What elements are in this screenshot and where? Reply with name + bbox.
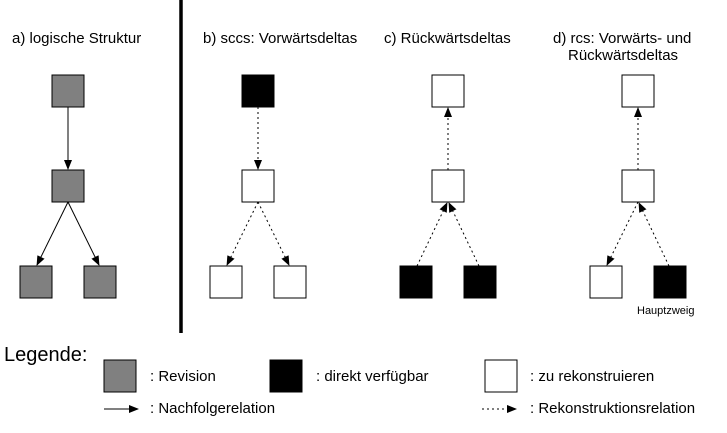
legend-revision-swatch (103, 359, 137, 393)
legend-revision-label: : Revision (150, 368, 216, 385)
legend-direct-label: : direkt verfügbar (316, 368, 429, 385)
panel-d-right-node (653, 265, 687, 299)
panel-d-reconstruction-arrow (638, 202, 670, 267)
panel-a-successor-arrow (36, 201, 69, 266)
legend-direct-swatch (269, 359, 303, 393)
panel-d-reconstruction-arrow (606, 201, 639, 266)
panel-b-reconstruction-arrow (257, 201, 290, 266)
legend-reconstruct-swatch (484, 359, 518, 393)
legend-heading: Legende: (4, 344, 88, 366)
panel-c-graph (399, 74, 497, 299)
panel-d-branch-label: Hauptzweig (637, 305, 695, 317)
panel-b-mid-node (241, 169, 275, 203)
legend-reconstruct-label: : zu rekonstruieren (530, 368, 655, 385)
panel-a-left-node (19, 265, 53, 299)
panel-c-left-node (399, 265, 433, 299)
panel-c-root-node (431, 74, 465, 108)
panel-d-title-line1: d) rcs: Vorwärts- und (553, 30, 692, 47)
panel-b-right-node (273, 265, 307, 299)
panel-c-reconstruction-arrow (448, 202, 480, 267)
panel-a-graph (19, 74, 117, 299)
panel-b-reconstruction-arrow (226, 201, 259, 266)
panel-d-root-node (621, 74, 655, 108)
panel-b-title: b) sccs: Vorwärtsdeltas (203, 30, 358, 47)
panel-b-root-node (241, 74, 275, 108)
panel-c-mid-node (431, 169, 465, 203)
panel-c-right-node (463, 265, 497, 299)
legend-successor-label: : Nachfolgerelation (150, 400, 276, 417)
panel-b-left-node (209, 265, 243, 299)
panel-b-graph (209, 74, 307, 299)
panel-a-mid-node (51, 169, 85, 203)
panel-d-graph (589, 74, 687, 299)
panel-c-title: c) Rückwärtsdeltas (384, 30, 511, 47)
panel-a-successor-arrow (67, 201, 100, 266)
panel-d-left-node (589, 265, 623, 299)
panel-c-reconstruction-arrow (416, 202, 448, 267)
panel-a-root-node (51, 74, 85, 108)
panel-a-title: a) logische Struktur (12, 30, 142, 47)
panel-a-right-node (83, 265, 117, 299)
legend-swatches (103, 359, 518, 413)
panel-d-mid-node (621, 169, 655, 203)
panel-d-title-line2: Rückwärtsdeltas (568, 47, 679, 64)
legend-reconstruction-label: : Rekonstruktionsrelation (530, 400, 696, 417)
